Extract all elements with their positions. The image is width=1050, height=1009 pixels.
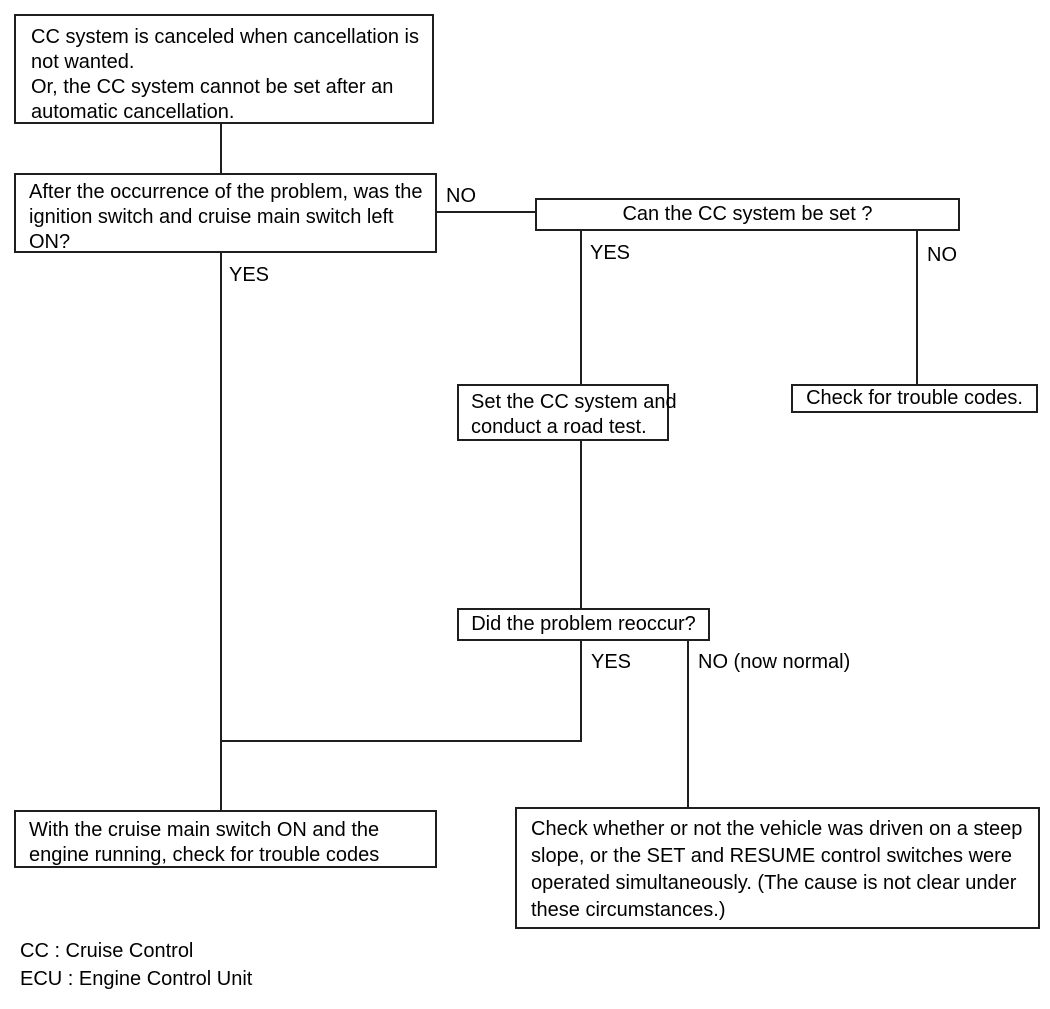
- edge-reoccur-yes-vertical: [580, 641, 582, 742]
- flowchart-box-check-codes-main: With the cruise main switch ON and the e…: [14, 810, 437, 868]
- edge-road-test-to-reoccur: [580, 441, 582, 608]
- flowchart-box-steep-slope: Check whether or not the vehicle was dri…: [515, 807, 1040, 929]
- reoccur-question-text: Did the problem reoccur?: [471, 613, 696, 635]
- check-trouble-codes-text: Check for trouble codes.: [806, 387, 1023, 409]
- flowchart-box-road-test: Set the CC system and conduct a road tes…: [457, 384, 677, 441]
- road-test-text: Set the CC system and conduct a road tes…: [471, 391, 677, 438]
- edge-label-reoccur-yes: YES: [591, 651, 632, 673]
- edge-ignition-no-to-can-set: [437, 211, 535, 213]
- flowchart-box-symptom: CC system is canceled when cancellation …: [14, 14, 434, 124]
- legend-ecu: ECU : Engine Control Unit: [20, 968, 253, 990]
- edge-reoccur-no-to-steep-slope: [687, 641, 689, 807]
- edge-reoccur-yes-horizontal-join: [220, 740, 582, 742]
- edge-label-reoccur-no: NO (now normal): [698, 651, 851, 673]
- ignition-question-text: After the occurrence of the problem, was…: [29, 181, 423, 253]
- flowchart-box-check-trouble-codes: Check for trouble codes.: [791, 384, 1038, 413]
- check-codes-main-text: With the cruise main switch ON and the e…: [29, 819, 380, 866]
- edge-label-ignition-no: NO: [446, 185, 476, 207]
- edge-label-can-set-yes: YES: [590, 242, 631, 264]
- flowchart-box-can-set-question: Can the CC system be set ?: [535, 198, 960, 231]
- edge-can-set-yes-to-road-test: [580, 231, 582, 384]
- edge-symptom-to-ignition: [220, 124, 222, 173]
- edge-label-can-set-no: NO: [927, 244, 957, 266]
- can-set-question-text: Can the CC system be set ?: [622, 203, 873, 225]
- symptom-text: CC system is canceled when cancellation …: [31, 26, 419, 123]
- flowchart-box-ignition-question: After the occurrence of the problem, was…: [14, 173, 437, 253]
- legend-cc: CC : Cruise Control: [20, 940, 194, 962]
- edge-ignition-yes-to-check-codes-main: [220, 253, 222, 810]
- edge-can-set-no-to-check-trouble-codes: [916, 231, 918, 384]
- flowchart-box-reoccur-question: Did the problem reoccur?: [457, 608, 710, 641]
- edge-label-ignition-yes: YES: [229, 264, 270, 286]
- steep-slope-text: Check whether or not the vehicle was dri…: [531, 818, 1023, 921]
